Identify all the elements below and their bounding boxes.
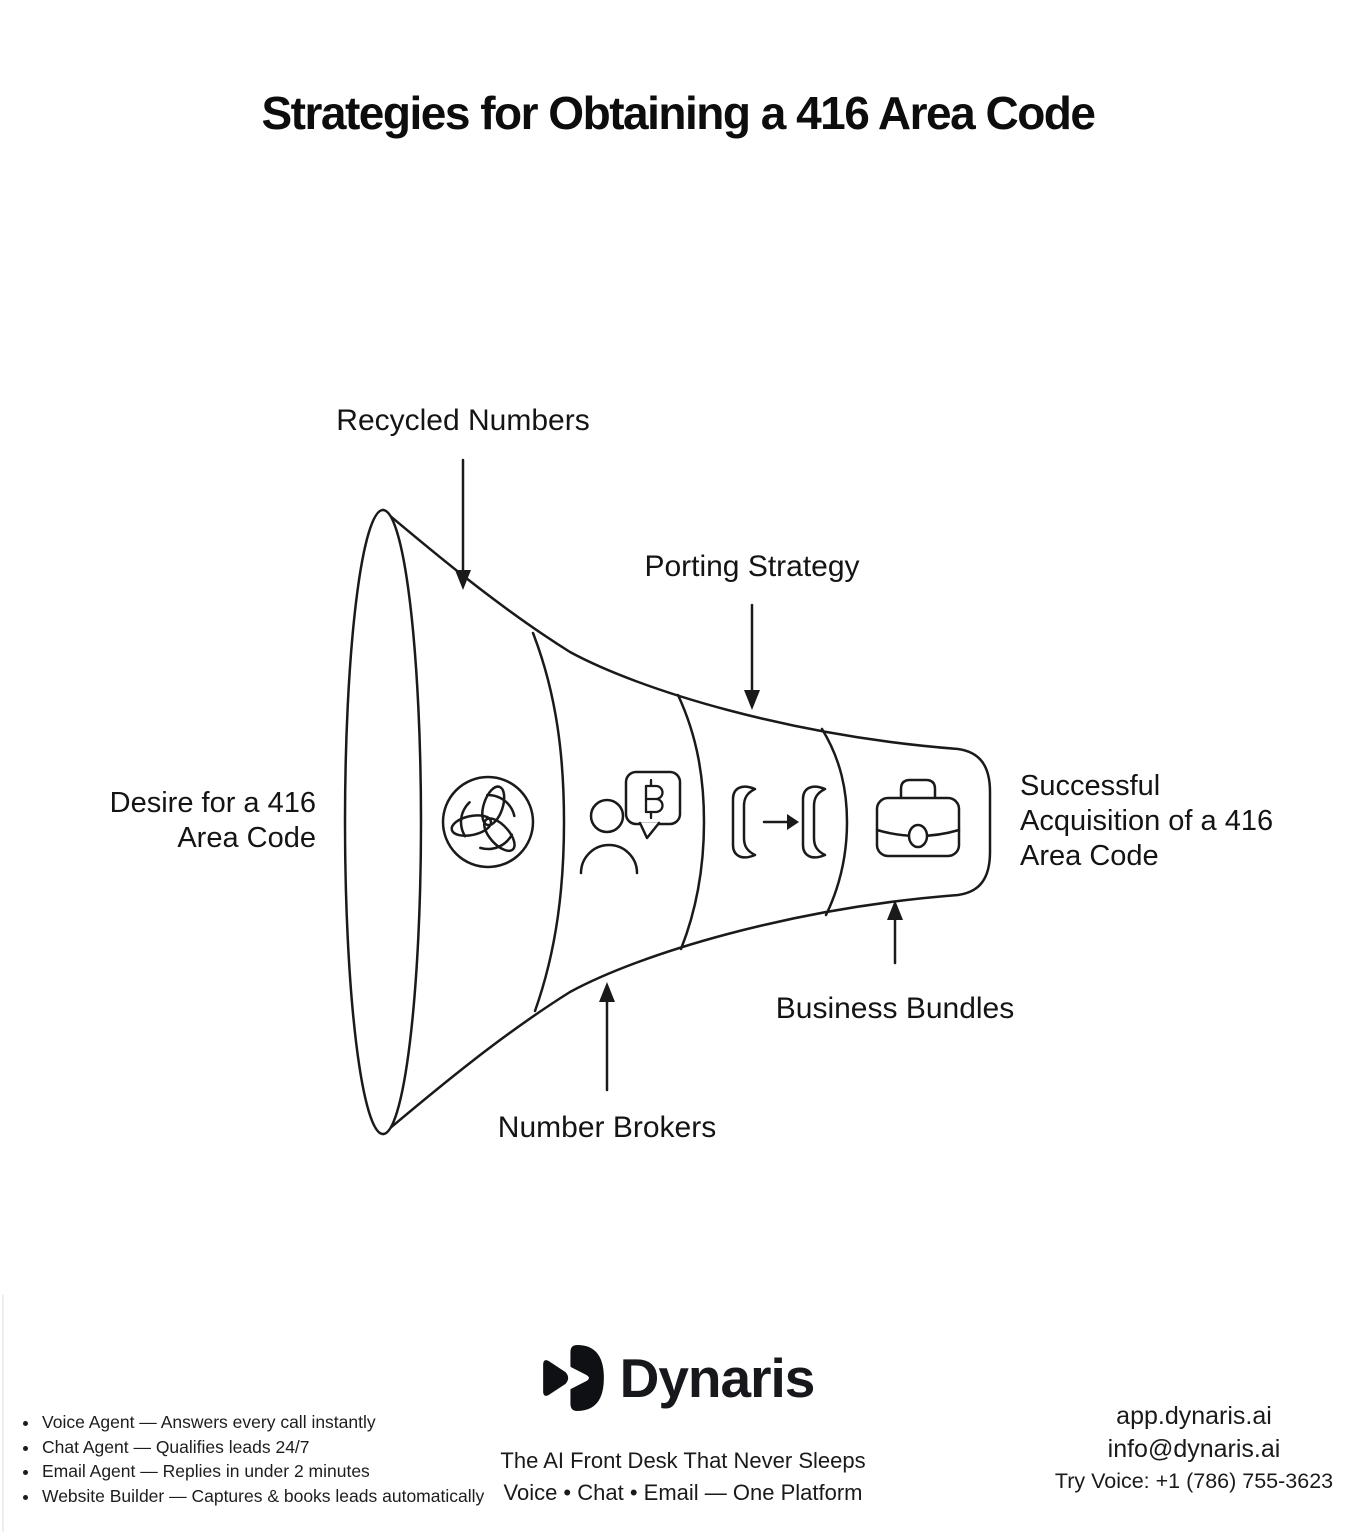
number-brokers-arrow bbox=[599, 982, 615, 1092]
bitcoin-b-glyph bbox=[644, 778, 664, 820]
page-edge-line bbox=[2, 1295, 4, 1532]
feature-item-website-builder: Website Builder — Captures & books leads… bbox=[40, 1484, 520, 1509]
feature-item-voice-agent: Voice Agent — Answers every call instant… bbox=[40, 1410, 520, 1435]
stage-label-number-brokers: Number Brokers bbox=[497, 1111, 717, 1144]
stage-label-recycled-numbers: Recycled Numbers bbox=[336, 404, 590, 437]
broker-chat-icon bbox=[579, 770, 682, 875]
stage-label-porting-strategy: Porting Strategy bbox=[644, 550, 860, 583]
recycled-numbers-arrow bbox=[455, 458, 471, 590]
porting-strategy-arrow bbox=[744, 603, 760, 710]
segment-divider-2 bbox=[676, 693, 706, 951]
briefcase-icon bbox=[875, 778, 961, 858]
page-title: Strategies for Obtaining a 416 Area Code bbox=[261, 87, 1096, 139]
recycle-icon bbox=[441, 775, 535, 869]
funnel-horn-outline bbox=[381, 508, 992, 1136]
feature-item-chat-agent: Chat Agent — Qualifies leads 24/7 bbox=[40, 1435, 520, 1460]
platform-line: Voice • Chat • Email — One Platform bbox=[503, 1480, 863, 1505]
funnel-diagram bbox=[343, 458, 992, 1136]
dynaris-d-mark-icon bbox=[542, 1345, 604, 1411]
contact-phone: Try Voice: +1 (786) 755-3623 bbox=[1054, 1469, 1334, 1493]
funnel-start-label: Desire for a 416 Area Code bbox=[109, 787, 316, 854]
contact-email: info@dynaris.ai bbox=[1107, 1435, 1281, 1463]
phone-transfer-icon bbox=[731, 785, 827, 859]
segment-divider-3 bbox=[820, 727, 849, 917]
feature-list: Voice Agent — Answers every call instant… bbox=[16, 1410, 520, 1508]
dynaris-logo: Dynaris bbox=[0, 1336, 1356, 1420]
contact-block: app.dynaris.ai info@dynaris.ai Try Voice… bbox=[1032, 1400, 1356, 1497]
brand-wordmark: Dynaris bbox=[619, 1347, 816, 1409]
feature-item-email-agent: Email Agent — Replies in under 2 minutes bbox=[40, 1459, 520, 1484]
contact-web: app.dynaris.ai bbox=[1116, 1402, 1272, 1430]
business-bundles-arrow bbox=[887, 900, 903, 965]
stage-label-business-bundles: Business Bundles bbox=[775, 992, 1015, 1025]
segment-divider-1 bbox=[531, 631, 566, 1013]
funnel-bell-ellipse bbox=[343, 508, 423, 1136]
brand-tagline: The AI Front Desk That Never Sleeps bbox=[500, 1448, 866, 1473]
funnel-end-label: Successful Acquisition of a 416 Area Cod… bbox=[1020, 770, 1274, 872]
